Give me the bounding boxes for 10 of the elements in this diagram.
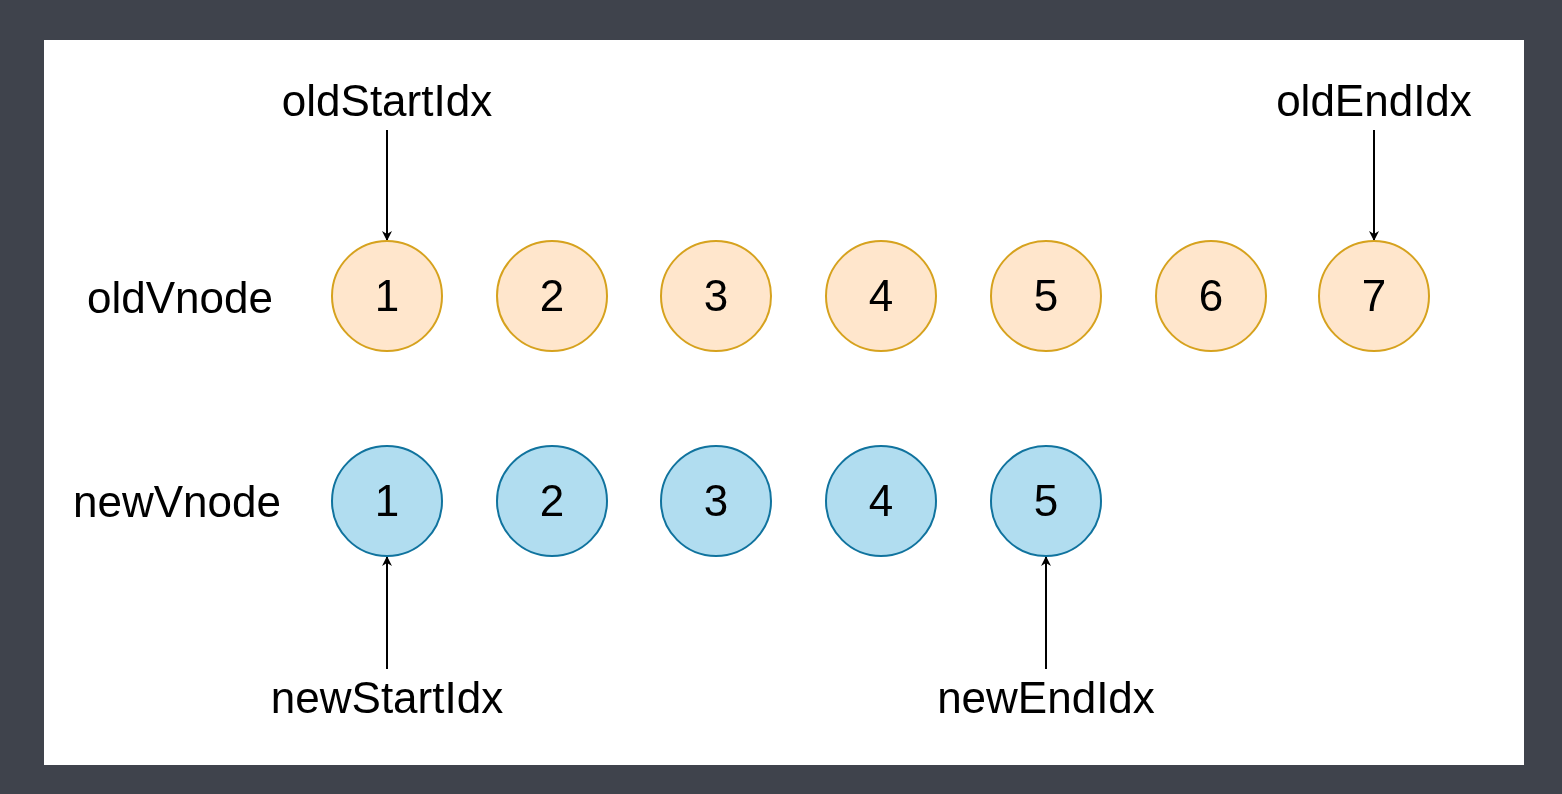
- row-label: newVnode: [73, 477, 281, 527]
- pointer-label: oldStartIdx: [237, 73, 537, 129]
- arrow: [382, 129, 392, 241]
- row-label: oldVnode: [87, 273, 273, 323]
- arrow: [1041, 556, 1051, 670]
- pointer-label: oldEndIdx: [1224, 73, 1524, 129]
- arrow: [382, 556, 392, 670]
- pointer-label: newStartIdx: [237, 670, 537, 726]
- arrow: [1369, 129, 1379, 241]
- pointer-label: newEndIdx: [896, 670, 1196, 726]
